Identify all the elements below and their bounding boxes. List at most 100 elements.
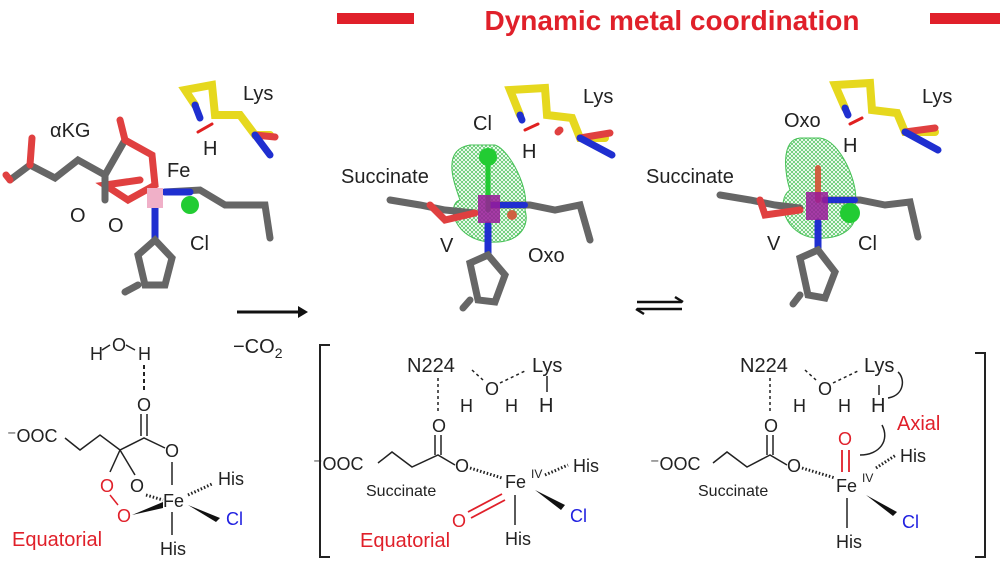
akg-o-left bbox=[26, 134, 36, 169]
oxo: O bbox=[838, 429, 852, 449]
cl: Cl bbox=[226, 509, 243, 529]
hash-fe-his bbox=[875, 453, 897, 470]
chain-bonds bbox=[377, 451, 456, 468]
scheme-peroxo: H O H O ⁻OOC O O O O Fe His Cl His Equat… bbox=[7, 335, 244, 559]
label-cl: Cl bbox=[473, 113, 492, 135]
o-top: O bbox=[764, 416, 778, 436]
lys-o bbox=[554, 126, 564, 136]
vanadium-atom bbox=[806, 192, 828, 220]
vanadium-atom bbox=[478, 195, 500, 223]
o-top: O bbox=[432, 416, 446, 436]
o-right: O bbox=[165, 441, 179, 461]
cl: Cl bbox=[570, 506, 587, 526]
lys: Lys bbox=[864, 355, 894, 377]
label-oxo: Oxo bbox=[784, 110, 821, 132]
axial-label: Axial bbox=[897, 413, 940, 435]
chain-bonds bbox=[712, 451, 788, 468]
lys-n2 bbox=[576, 134, 616, 159]
his-bottom-ring bbox=[795, 245, 839, 302]
label-lys: Lys bbox=[583, 86, 613, 108]
fe: Fe bbox=[836, 476, 857, 496]
succinate-o bbox=[426, 201, 479, 224]
label-h: H bbox=[843, 135, 857, 157]
label-v: V bbox=[767, 233, 781, 255]
carboxylate: ⁻OOC bbox=[7, 426, 58, 446]
label-succinate: Succinate bbox=[341, 166, 429, 188]
water-lys-hbond bbox=[832, 369, 861, 384]
label-v: V bbox=[440, 235, 454, 257]
water-h2: H bbox=[138, 344, 151, 364]
o-top: O bbox=[137, 395, 151, 415]
c-ored-bond bbox=[109, 449, 121, 473]
carboxylate: ⁻OOC bbox=[313, 454, 364, 474]
water-lys-hbond bbox=[499, 369, 528, 384]
title-bar-left bbox=[337, 13, 414, 24]
label-cl: Cl bbox=[190, 233, 209, 255]
structure-axial-model bbox=[716, 78, 942, 308]
cl-atom bbox=[840, 203, 860, 223]
scheme-equatorial-ferryl: N224 O H H Lys H O ⁻OOC O Succinate Fe I… bbox=[313, 355, 599, 552]
wedge-fe-cl bbox=[866, 495, 897, 516]
water-o: O bbox=[112, 335, 126, 355]
lys-h: H bbox=[539, 395, 553, 417]
water-h1: H bbox=[793, 396, 806, 416]
his-top: His bbox=[900, 446, 926, 466]
label-oxo: Oxo bbox=[528, 245, 565, 267]
succinate: Succinate bbox=[698, 483, 768, 500]
hash-o-fe bbox=[145, 493, 164, 502]
cl: Cl bbox=[902, 512, 919, 532]
water-bond2 bbox=[125, 344, 136, 351]
fe-atom bbox=[147, 188, 163, 208]
water-o: O bbox=[485, 379, 499, 399]
label-o1: O bbox=[70, 205, 86, 227]
label-o2: O bbox=[108, 215, 124, 237]
water-h1: H bbox=[460, 396, 473, 416]
label-h: H bbox=[203, 138, 217, 160]
hash-o-fe bbox=[801, 466, 836, 480]
reverse-arrow-barb bbox=[635, 307, 645, 316]
water-bond1 bbox=[101, 344, 111, 351]
wedge-fe-cl bbox=[535, 490, 565, 510]
label-akg: αKG bbox=[50, 120, 90, 142]
structure-equatorial-model bbox=[386, 83, 616, 312]
label-lys: Lys bbox=[922, 86, 952, 108]
title-banner: Dynamic metal coordination bbox=[337, 5, 1000, 36]
label-lys: Lys bbox=[243, 83, 273, 105]
lys-h: H bbox=[871, 395, 885, 417]
label-h: H bbox=[522, 141, 536, 163]
succinate-o bbox=[756, 196, 804, 219]
title-bar-right bbox=[930, 13, 1000, 24]
hash-o-fe bbox=[469, 466, 503, 480]
label-cl: Cl bbox=[858, 233, 877, 255]
lys-n1 bbox=[516, 111, 526, 124]
structure-axial-labels: Oxo Lys H Succinate V Cl bbox=[646, 86, 952, 255]
oxidation-state: IV bbox=[531, 467, 542, 481]
hash-fe-his bbox=[187, 482, 213, 497]
o-link: O bbox=[455, 456, 469, 476]
equatorial-label: Equatorial bbox=[12, 529, 102, 551]
water-h1: H bbox=[90, 344, 103, 364]
water-h2: H bbox=[505, 396, 518, 416]
wedge-fe-cl bbox=[188, 505, 220, 522]
o-link: O bbox=[787, 456, 801, 476]
akg-o-left2 bbox=[2, 171, 14, 184]
cl-atom bbox=[181, 196, 199, 214]
o-mid: O bbox=[130, 476, 144, 496]
n224: N224 bbox=[740, 355, 788, 377]
lys: Lys bbox=[532, 355, 562, 377]
his-bottom-ring bbox=[134, 235, 176, 289]
lys-n2 bbox=[251, 131, 274, 159]
water-o: O bbox=[818, 379, 832, 399]
oxidation-state: IV bbox=[862, 471, 873, 485]
lys-h-bond bbox=[523, 122, 540, 132]
oxo: O bbox=[452, 511, 466, 531]
oxo-double2 bbox=[470, 499, 506, 519]
akg-ring bbox=[95, 136, 159, 205]
equilibrium-arrows bbox=[635, 295, 684, 316]
peroxo-bond bbox=[109, 494, 119, 506]
lys-n2 bbox=[901, 128, 942, 154]
arrow-head bbox=[298, 306, 308, 318]
forward-arrow-barb bbox=[674, 295, 684, 304]
his-bottom-tail bbox=[789, 291, 804, 308]
scheme-axial-ferryl: N224 O H H Lys H Axial O ⁻OOC O Succinat… bbox=[650, 355, 940, 552]
